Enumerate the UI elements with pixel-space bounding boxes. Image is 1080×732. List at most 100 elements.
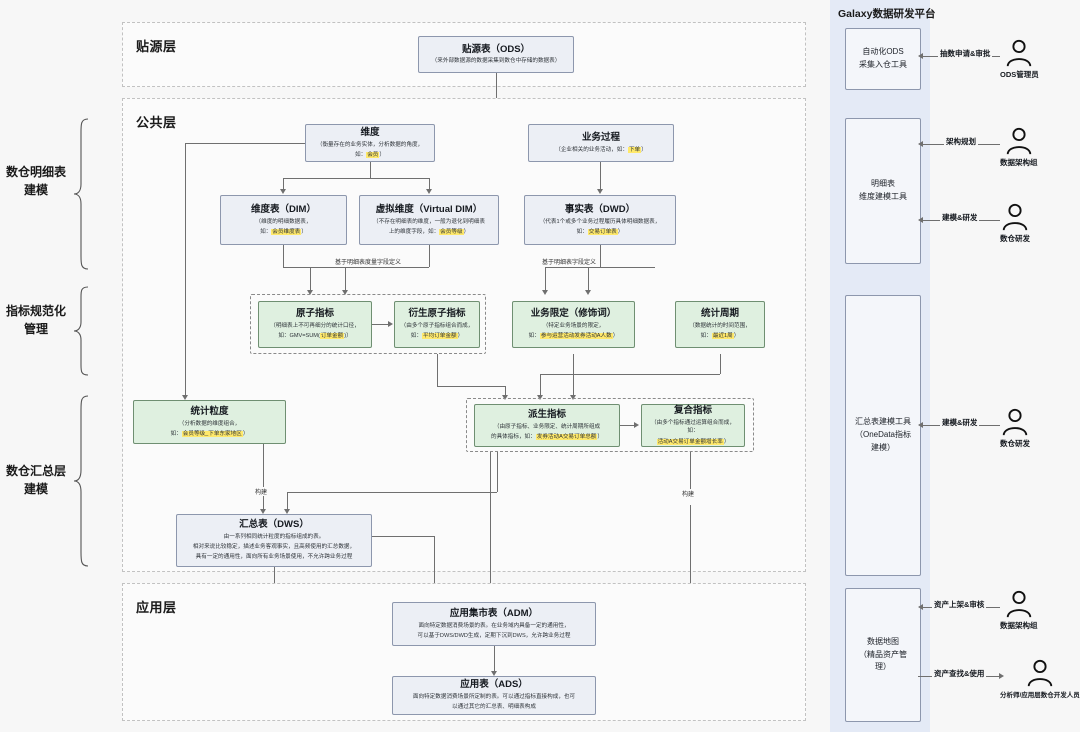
- desc-highlight: 交易订单表: [587, 228, 618, 235]
- node-virtual-dim[interactable]: 虚拟维度（Virtual DIM） （不存在明细表的维度，一般为退化到明细表 上…: [359, 195, 499, 245]
- person-icon: [1002, 203, 1028, 231]
- node-title: 原子指标: [295, 308, 334, 320]
- flow-label-asset-search: 资产查找&使用: [932, 668, 987, 679]
- node-desc-line1: （不存在明细表的维度，一般为退化到明细表: [373, 218, 485, 225]
- node-ads-table[interactable]: 应用表（ADS） 面向特定数据消费场景所定制的表。可以通过指标直接构成，也可 以…: [392, 676, 596, 715]
- node-title: 应用集市表（ADM）: [449, 607, 539, 619]
- tool-summary-modeling[interactable]: 汇总表建模工具 （OneData指标 建模）: [845, 295, 921, 576]
- desc-highlight: 会员等级: [439, 228, 464, 235]
- node-desc-line1: 由一系列相同统计粒度的指标组成的表。: [223, 534, 325, 541]
- desc-suffix: ）: [301, 228, 307, 235]
- node-title: 衍生原子指标: [408, 308, 466, 320]
- tool-data-map[interactable]: 数据地图 （精品资产管 理）: [845, 588, 921, 722]
- desc-prefix: 如：: [700, 333, 712, 340]
- actor-ods-admin: ODS管理员: [1000, 38, 1039, 80]
- desc-prefix: 如：: [170, 430, 182, 437]
- node-desc-line1: （衡量存在的业务实体，分析数据的角度，: [316, 141, 424, 148]
- edge-adm-to-ads: [494, 646, 495, 672]
- arrow-arch-plan: [918, 141, 923, 147]
- arrow-to-dim-table: [280, 189, 286, 194]
- node-desc-line1: （代表1个或多个业务过程履历具体明细数据表，: [539, 218, 661, 225]
- node-title: 业务限定（修饰词）: [530, 308, 617, 320]
- node-derived-atomic-metric[interactable]: 衍生原子指标 （由多个原子指标组合而成， 如：平均订单金额）: [394, 301, 480, 348]
- node-adm-table[interactable]: 应用集市表（ADM） 面向特定数据消费场景的表。在业务域内具备一定的通用性， 可…: [392, 602, 596, 646]
- actor-dw-dev-2: 数仓研发: [1000, 407, 1030, 449]
- flow-label-asset-publish: 资产上架&审核: [932, 599, 987, 610]
- bracket-label-line2: 建模: [23, 482, 48, 496]
- person-icon: [1006, 127, 1031, 155]
- tool-line2: （精品资产管: [859, 649, 907, 659]
- node-stat-granularity[interactable]: 统计粒度 （分析数据的维度组合， 如：会员等级_下单东家地区）: [133, 400, 286, 444]
- arrow-to-virtual-dim: [426, 189, 432, 194]
- desc-highlight: 下单: [627, 146, 642, 153]
- edge-dimension-left-rail: [185, 143, 186, 396]
- node-composite-metric[interactable]: 复合指标 （由多个指标通过运算组合而成，如： 活动A交易订单金额增长率）: [641, 404, 745, 447]
- desc-prefix: 上的维度字段，如：: [388, 228, 440, 235]
- bracket-label-detail-modeling: 数仓明细表 建模: [0, 163, 72, 199]
- node-business-process[interactable]: 业务过程 （企业相关的业务活动，如：下单）: [528, 124, 674, 162]
- bracket-label-metric-governance: 指标规范化 管理: [0, 302, 72, 338]
- edge-label-by-detail-measure: 基于明细表度量字段定义: [333, 257, 404, 266]
- bracket-label-line1: 指标规范化: [5, 304, 66, 318]
- edge-derived-atomic-v2: [505, 386, 506, 396]
- node-dwd-table[interactable]: 事实表（DWD） （代表1个或多个业务过程履历具体明细数据表， 如：交易订单表）: [524, 195, 676, 245]
- layer-title-app: 应用层: [136, 600, 177, 615]
- bracket-label-line2: 管理: [23, 322, 48, 336]
- edge-label-build-left: 构建: [253, 487, 270, 496]
- node-desc-line1: （由多个原子指标组合而成，: [400, 323, 474, 330]
- node-title: 派生指标: [527, 409, 566, 421]
- node-ods-table[interactable]: 贴源表（ODS） （来外部数据源的数据采集到数仓中存储的数据表）: [418, 36, 574, 73]
- edge-period-h: [540, 374, 720, 375]
- arrow-period-to-derived-metric: [537, 395, 543, 400]
- arrow-to-atomic-metric: [307, 290, 313, 295]
- person-icon: [1007, 39, 1032, 67]
- node-desc: （企业相关的业务活动，如：下单）: [555, 146, 647, 154]
- node-desc-line2: 相对来说比较稳定，描述业务客观事实，且高频使用的汇总数据，: [192, 544, 356, 551]
- node-business-qualifier[interactable]: 业务限定（修饰词） （特定业务场景的限定， 如：参与运营活动发券活动A人数）: [512, 301, 635, 348]
- node-dws-table[interactable]: 汇总表（DWS） 由一系列相同统计粒度的指标组成的表。 相对来说比较稳定，描述业…: [176, 514, 372, 567]
- edge-derived-metric-v2: [287, 492, 288, 510]
- desc-highlight: 最近1周: [711, 333, 734, 340]
- desc-suffix: ）: [463, 228, 470, 235]
- flow-label-ods-apply: 抽数申请&审批: [938, 48, 993, 59]
- node-title: 汇总表（DWS）: [239, 519, 309, 531]
- node-atomic-metric[interactable]: 原子指标 （明细表上不可再细分的统计口径， 如：GMV=SUM(订单金额)）: [258, 301, 372, 348]
- arrow-ods-apply: [918, 53, 923, 59]
- edge-dwd-to-atomic: [545, 267, 546, 291]
- desc-highlight: 发券活动A交易订单总额: [535, 434, 598, 441]
- edge-adm-sink-h: [372, 536, 434, 537]
- actor-name: 数仓研发: [1000, 439, 1030, 448]
- node-title: 统计周期: [700, 308, 739, 320]
- edge-to-virtual-dim: [429, 178, 430, 190]
- node-desc-line1: 面向特定数据消费场景所定制的表。可以通过指标直接构成，也可: [412, 694, 576, 701]
- tool-detail-modeling[interactable]: 明细表 维度建模工具: [845, 118, 921, 264]
- desc-prefix: 如：: [576, 228, 588, 235]
- edge-granularity-to-dws: [263, 444, 264, 510]
- actor-name: ODS管理员: [1000, 70, 1039, 79]
- desc-suffix: ）: [733, 333, 740, 340]
- edge-composite-to-adm: [690, 452, 691, 490]
- node-title: 应用表（ADS）: [460, 679, 528, 691]
- tool-ods-ingestion[interactable]: 自动化ODS 采集入仓工具: [845, 28, 921, 90]
- desc-suffix: ）: [457, 333, 464, 340]
- node-desc-line2: 如：平均订单金额）: [411, 332, 463, 340]
- edge-derived-direct-down: [490, 452, 491, 598]
- arrow-derived-to-dws: [284, 509, 290, 514]
- arrow-adm-to-ads: [491, 671, 497, 676]
- node-derived-metric[interactable]: 派生指标 （由原子指标、业务限定、统计周期所组成 的具体指标，如：发券活动A交易…: [474, 404, 620, 447]
- bracket-label-line2: 建模: [23, 183, 48, 197]
- bracket-summary-modeling: [72, 395, 90, 567]
- node-desc-line2: 如：会员）: [354, 151, 385, 158]
- desc-suffix: ）: [723, 438, 730, 445]
- actor-name: 分析师/应用层数仓开发人员: [1000, 692, 1080, 699]
- tool-line3: 理）: [875, 662, 891, 672]
- node-desc-line2: 如：参与运营活动发券活动A人数）: [529, 332, 618, 340]
- arrow-model-dev-summary: [918, 422, 923, 428]
- node-dim-table[interactable]: 维度表（DIM） （维度的明细数据表， 如：会员维度表）: [220, 195, 347, 245]
- person-icon: [1006, 590, 1031, 618]
- node-desc-line3: 具有一定的通用性，面向所有业务场景使用，不允许跨业务过程: [195, 554, 353, 561]
- node-dimension[interactable]: 维度 （衡量存在的业务实体，分析数据的角度， 如：会员）: [305, 124, 435, 162]
- layer-title-common: 公共层: [136, 115, 177, 130]
- node-stat-period[interactable]: 统计周期 （数据统计的时间范围， 如：最近1周）: [675, 301, 765, 348]
